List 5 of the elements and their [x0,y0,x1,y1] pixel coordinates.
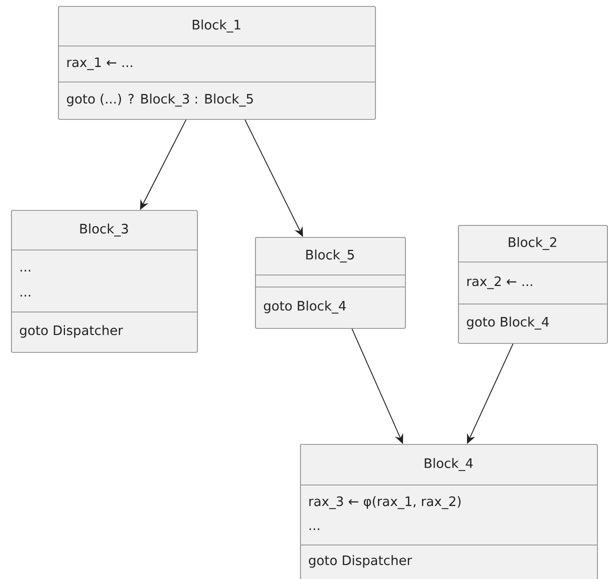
block-box: Block_5 goto Block_4 [254,237,406,329]
block-box: Block_3 ... ... goto Dispatcher [10,210,198,353]
block-box: Block_4 rax_3 ← φ(rax_1, rax_2) ... goto Dispatcher [300,444,598,579]
block-box: Block_2 rax_2 ← ... goto Block_4 [458,225,608,344]
block-box: Block_1 rax_1 ← ... goto (...) ? Block_3 : Block_5 [58,6,376,120]
